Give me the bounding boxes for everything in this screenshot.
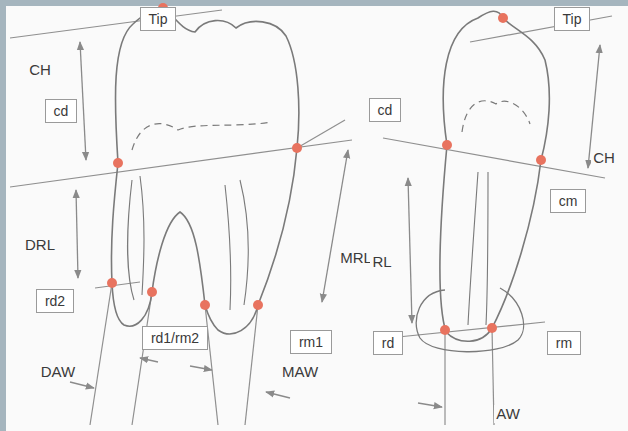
landmark-label-box: rd: [373, 331, 403, 355]
measurement-label: MRL: [338, 249, 374, 266]
landmark-name: rd: [382, 335, 394, 351]
reference-lines: [10, 10, 612, 425]
landmark-name: rm1: [299, 334, 323, 350]
landmark-label-box: rd1/rm2: [142, 326, 208, 350]
landmark-label-box: Tip: [554, 7, 591, 31]
landmark-name: cm: [559, 193, 578, 209]
landmark-name: Tip: [149, 11, 168, 27]
measurement-label: CH: [27, 61, 53, 78]
landmark-label-box: rm1: [290, 330, 332, 354]
measurement-label: RL: [370, 253, 393, 270]
measurement-label: AW: [494, 405, 522, 422]
tooth-outline: [111, 8, 549, 352]
landmark-label-box: rm: [547, 331, 581, 355]
landmark-dots: [107, 3, 546, 335]
dimension-arrows: [70, 42, 600, 412]
landmark-name: rm: [556, 335, 572, 351]
measurement-label: DAW: [39, 363, 77, 380]
landmark-name: rd2: [45, 293, 65, 309]
landmark-label-box: rd2: [36, 289, 74, 313]
landmark-name: cd: [378, 102, 393, 118]
measurement-label: DRL: [23, 236, 57, 253]
landmark-label-box: Tip: [140, 7, 177, 31]
landmark-label-box: cm: [550, 189, 587, 213]
measurement-label: MAW: [280, 363, 320, 380]
measurement-label: CH: [591, 149, 617, 166]
landmark-name: rd1/rm2: [151, 330, 199, 346]
landmark-label-box: cd: [45, 99, 78, 123]
landmark-label-box: cd: [369, 98, 402, 122]
landmark-name: cd: [54, 103, 69, 119]
landmark-name: Tip: [563, 11, 582, 27]
